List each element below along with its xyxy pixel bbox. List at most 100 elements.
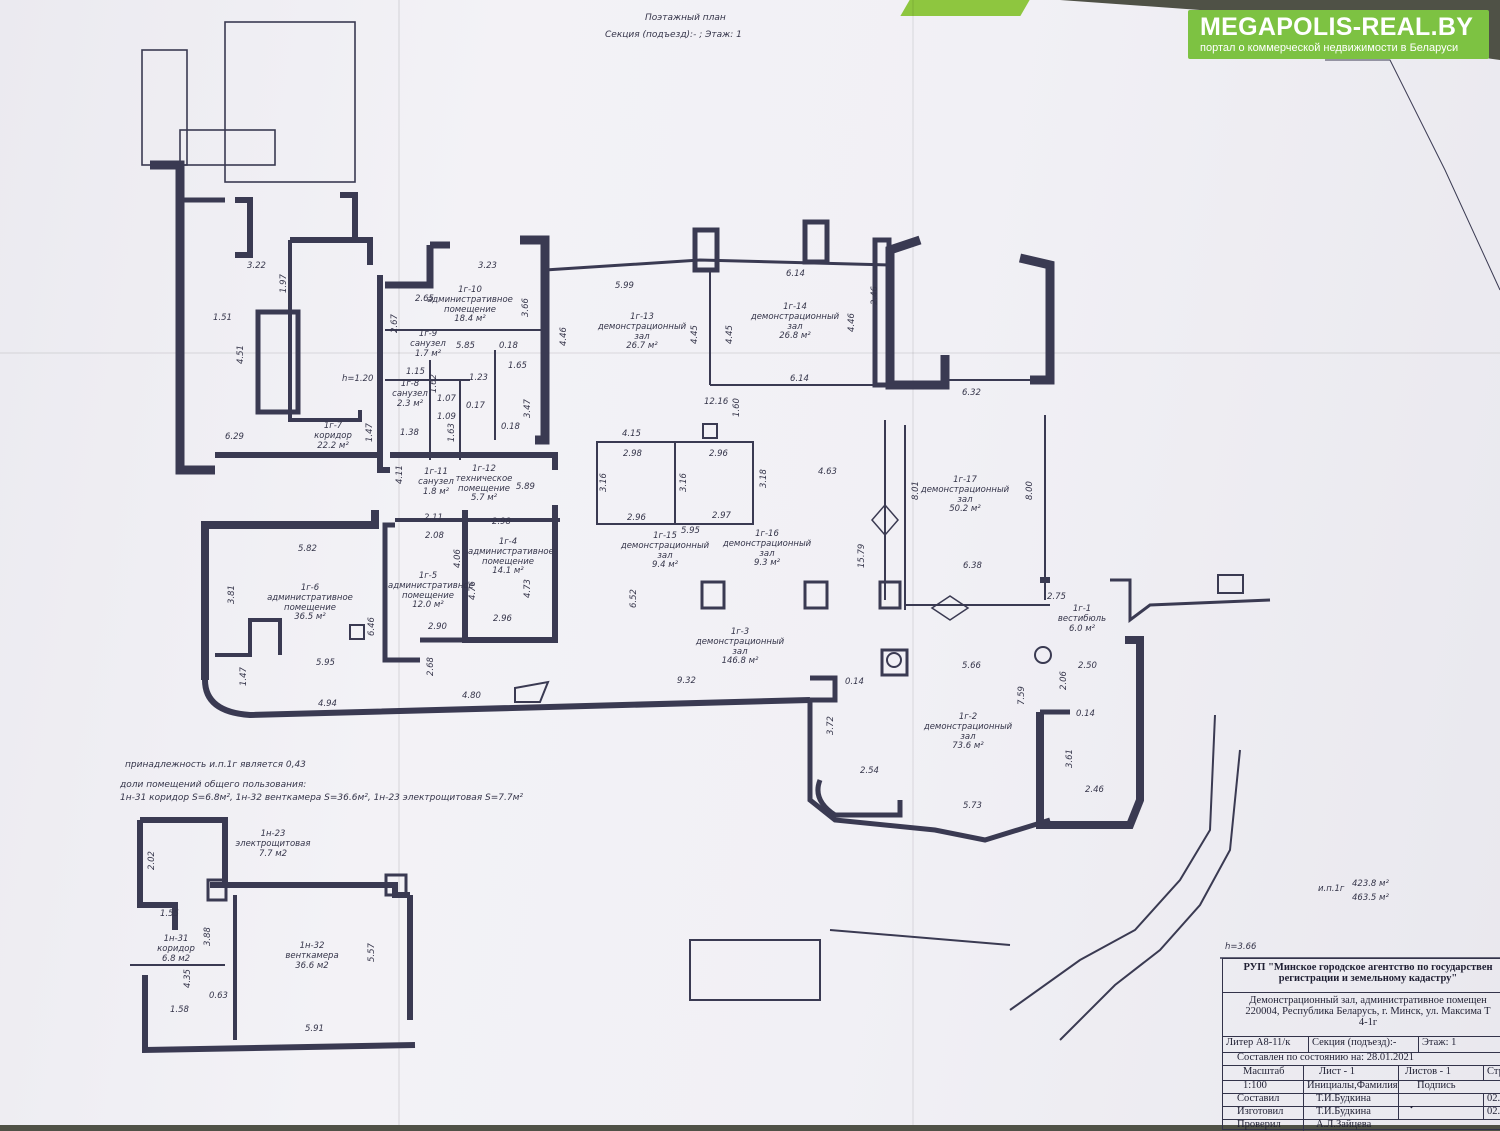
dimension: 6.38 (963, 561, 982, 571)
fixture (1034, 646, 1052, 664)
stamp-col-name: Инициалы,Фамилия (1303, 1080, 1398, 1093)
stamp-liter-row: Литер А8-11/к Секция (подъезд):- Этаж: 1 (1223, 1037, 1500, 1053)
totals-area-total: 463.5 м² (1352, 893, 1389, 903)
room-label: 1г-4 административное помещение 14.1 м² (468, 537, 554, 577)
plan-section-floor: Секция (подъезд):- ; Этаж: 1 (605, 30, 742, 40)
room-code: 1г-17 (953, 475, 977, 485)
stamp-unit: 4-1г (1358, 1017, 1378, 1028)
wall (807, 700, 1051, 843)
megapolis-logo[interactable]: MEGAPOLIS-REAL.BY портал о коммерческой … (1188, 10, 1489, 59)
stamp-floor: Этаж: 1 (1418, 1037, 1500, 1052)
room-label: 1г-6 административное помещение 36.5 м² (255, 583, 365, 623)
dimension: 2.96 (493, 614, 512, 624)
column (255, 309, 301, 415)
wall (385, 245, 434, 289)
room-name: административное помещение (388, 580, 474, 601)
note-common-list: 1н-31 коридор S=6.8м², 1н-32 венткамера … (120, 793, 524, 803)
wall (235, 197, 253, 258)
stamp-liter: Литер А8-11/к (1226, 1037, 1291, 1048)
dimension: 1.23 (469, 373, 488, 383)
room-area: 12.0 м² (412, 600, 444, 611)
stamp-object: Демонстрационный зал, административное п… (1223, 993, 1500, 1037)
room-name: вестибюль (1057, 613, 1107, 624)
room-name: санузел (410, 338, 446, 349)
dimension: 1.07 (437, 394, 456, 404)
room-area: 6.8 м2 (161, 953, 191, 964)
wall (210, 882, 410, 898)
wall (201, 510, 379, 680)
room-name: техническое помещение (455, 473, 513, 494)
frame-line (1325, 59, 1500, 291)
dimension: 1.55 (160, 909, 179, 919)
height-mark: h=1.20 (342, 374, 374, 384)
room-area: 6.0 м² (1068, 623, 1096, 634)
stamp-page: Стр (1483, 1066, 1500, 1080)
dimension: 2.11 (424, 513, 443, 523)
room-code: 1г-15 (653, 531, 677, 541)
dimension: 3.66 (521, 298, 531, 317)
room-code: 1г-9 (418, 329, 438, 339)
dimension: 3.23 (478, 261, 497, 271)
room-area: 9.3 м² (753, 558, 781, 569)
stamp-org-line1: РУП "Минское городское агентство по госу… (1243, 962, 1493, 973)
partition (930, 595, 970, 621)
dimension: 1.38 (400, 428, 419, 438)
dimension: 2.98 (623, 449, 642, 459)
dimension: 4.94 (318, 699, 337, 709)
dimension: 3.18 (759, 469, 769, 488)
height-mark: h=3.66 (1225, 942, 1257, 952)
stamp-signature (1398, 1106, 1483, 1119)
room-label: 1г-14 демонстрационный зал 26.8 м² (750, 302, 840, 342)
room-name: демонстрационный зал (597, 321, 687, 342)
dimension: 4.11 (395, 465, 405, 484)
room-area: 26.7 м² (626, 341, 658, 352)
wall (150, 160, 215, 475)
room-label: 1г-3 демонстрационный зал 146.8 м² (695, 627, 785, 667)
stamp-role: Проверил (1237, 1119, 1281, 1130)
room-name: демонстрационный зал (923, 721, 1013, 742)
dimension: 2.68 (426, 657, 436, 676)
dimension: 6.14 (786, 269, 805, 279)
room-code: 1г-16 (755, 529, 779, 539)
fold-line (912, 0, 914, 1125)
room-code: 1г-1 (1072, 604, 1092, 614)
wall (810, 675, 838, 703)
wall (202, 679, 811, 719)
dimension: 4.63 (818, 467, 837, 477)
stamp-header-row: 1:100 Инициалы,Фамилия Подпись (1223, 1080, 1500, 1094)
dimension: 0.17 (466, 401, 485, 411)
room-label: 1г-8 санузел 2.3 м² (392, 379, 428, 409)
dimension: 2.96 (709, 449, 728, 459)
dimension: 2.90 (428, 622, 447, 632)
room-label: 1н-32 венткамера 36.6 м2 (285, 941, 338, 971)
stamp-address: 220004, Республика Беларусь, г. Минск, у… (1245, 1006, 1491, 1017)
room-area: 1.8 м² (422, 486, 450, 497)
column (384, 873, 408, 897)
dimension: 4.46 (559, 327, 569, 346)
dimension: 1.62 (429, 374, 439, 393)
dimension: 4.45 (725, 325, 735, 344)
dimension: 1.51 (213, 313, 232, 323)
room-area: 146.8 м² (721, 656, 759, 667)
dimension: 3.16 (679, 473, 689, 492)
wall (674, 441, 754, 525)
room-name: демонстрационный зал (920, 484, 1010, 505)
room-name: электрощитовая (235, 838, 311, 849)
column (878, 580, 902, 610)
note-share: принадлежность и.п.1г является 0,43 (125, 760, 306, 770)
room-area: 22.2 м² (317, 440, 349, 451)
dimension: 1.15 (406, 367, 425, 377)
dimension: 3.72 (826, 716, 836, 735)
dimension: 5.82 (298, 544, 317, 554)
dimension: 5.73 (963, 801, 982, 811)
dimension: 2.02 (147, 851, 157, 870)
fold-line (0, 352, 1500, 354)
logo-name: MEGAPOLIS-REAL.BY (1200, 13, 1474, 41)
stamp-object-name: Демонстрационный зал, административное п… (1249, 995, 1487, 1006)
dimension: 4.35 (183, 969, 193, 988)
stamp-sheet-row: Масштаб Лист - 1 Листов - 1 Стр (1223, 1066, 1500, 1081)
stamp-row-made: Изготовил Т.И.Будкина 02. (1223, 1106, 1500, 1120)
stamp-row-checked: Проверил А.Л.Зайцева (1223, 1119, 1500, 1131)
wall (382, 522, 420, 663)
